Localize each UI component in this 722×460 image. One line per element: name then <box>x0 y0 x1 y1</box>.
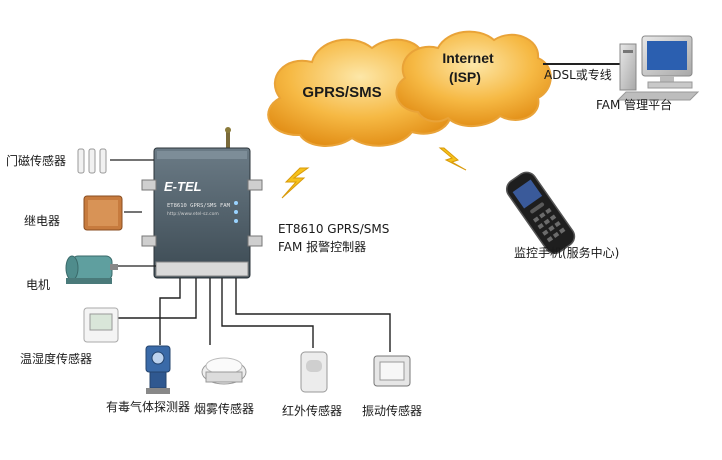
smoke-detector-icon <box>201 357 247 385</box>
vibration-sensor-icon <box>373 355 411 387</box>
lightning-icon <box>438 147 467 171</box>
motor-label: 电机 <box>26 278 51 292</box>
gas-detector-label: 有毒气体探测器 <box>106 400 191 414</box>
internet-label: Internet <box>442 50 494 66</box>
mobile-phone-label: 监控手机(服务中心) <box>514 246 620 260</box>
sensor-wires <box>116 278 391 352</box>
infrared-sensor-icon <box>300 351 328 393</box>
device-caption-line1: ET8610 GPRS/SMS <box>278 222 390 236</box>
vibration-sensor-label: 振动传感器 <box>362 404 423 418</box>
peripheral-wires <box>110 159 156 267</box>
door-sensor-label: 门磁传感器 <box>6 154 67 168</box>
mobile-phone-icon <box>505 171 576 255</box>
computer-icon <box>616 35 700 101</box>
device-caption-line2: FAM 报警控制器 <box>278 240 367 254</box>
temperature-humidity-sensor-icon <box>83 307 119 343</box>
isp-label: (ISP) <box>449 69 481 85</box>
device-model-text: ET8610 GPRS/SMS FAM <box>167 203 231 209</box>
motor-icon <box>65 255 118 284</box>
fam-platform-label: FAM 管理平台 <box>596 98 673 112</box>
adsl-label: ADSL或专线 <box>544 68 612 82</box>
device-brand: E-TEL <box>164 179 202 194</box>
gas-detector-icon <box>145 345 171 394</box>
temp-humidity-sensor-label: 温湿度传感器 <box>20 352 93 366</box>
infrared-sensor-label: 红外传感器 <box>282 404 343 418</box>
et8610-controller: E-TEL ET8610 GPRS/SMS FAM http://www.ete… <box>141 127 263 279</box>
gprs-sms-label: GPRS/SMS <box>302 84 381 101</box>
door-sensor-icon <box>77 148 107 174</box>
internet-cloud: Internet (ISP) <box>395 30 552 127</box>
smoke-sensor-label: 烟雾传感器 <box>194 402 255 416</box>
device-url-text: http://www.etel-sz.com <box>167 211 219 217</box>
relay-icon <box>83 195 123 231</box>
lightning-icon <box>281 167 310 199</box>
relay-label: 继电器 <box>24 214 61 228</box>
